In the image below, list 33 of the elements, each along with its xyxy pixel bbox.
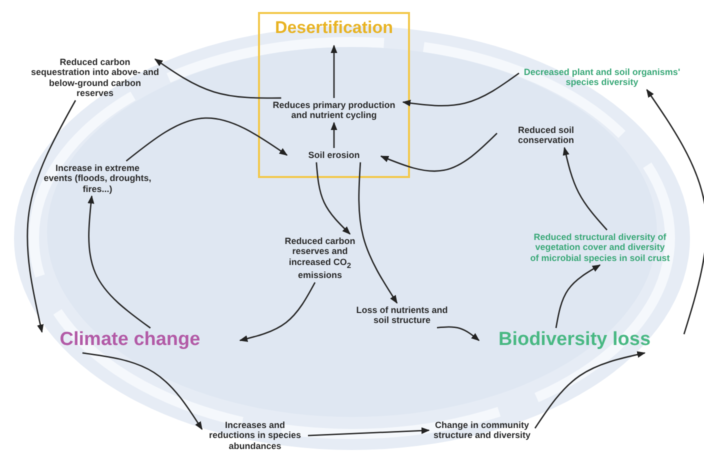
arrow	[330, 122, 338, 148]
arrow	[316, 162, 351, 235]
effect-text: Reduced carbon sequestration into above- and below-ground carbon reserves	[30, 57, 160, 98]
box-title: Desertification	[274, 18, 394, 38]
effect-text: Change in community structure and diversity	[432, 420, 532, 441]
effect-text: Increase in extreme events (floods, droughts, fires...)	[40, 163, 155, 194]
arrow	[436, 326, 480, 341]
topic-heading: Biodiversity loss	[482, 330, 667, 351]
arrow	[126, 117, 288, 162]
desertification-box	[258, 12, 410, 178]
topic-heading: Climate change	[45, 330, 215, 351]
effect-text: Reduced carbon reserves and increased CO$_{2}$ emissions	[270, 236, 370, 280]
arrow	[534, 351, 646, 429]
process-text: Soil erosion	[290, 150, 378, 160]
arrow	[88, 195, 151, 329]
arrow	[154, 58, 282, 99]
arrow	[555, 264, 601, 328]
arrow	[358, 162, 398, 304]
process-text: Reduces primary production and nutrient cycling	[268, 100, 400, 121]
effect-text: Reduced soil conservation	[500, 125, 592, 146]
arrow	[82, 352, 203, 430]
arrow	[562, 146, 608, 230]
arrow	[308, 427, 430, 436]
arrow	[239, 282, 316, 342]
effect-text: Decreased plant and soil organisms' species diversity	[522, 67, 682, 88]
arrow	[646, 89, 704, 334]
effect-text: Reduced structural diversity of vegetation cover and diversity of microbial species in soil crust	[530, 232, 670, 264]
arrow	[402, 72, 520, 106]
arrow	[26, 100, 76, 333]
effect-text: Loss of nutrients and soil structure	[352, 305, 452, 326]
effect-text: Increases and reductions in species abundances	[205, 420, 305, 452]
arrow	[380, 132, 498, 172]
arrow	[330, 44, 338, 98]
